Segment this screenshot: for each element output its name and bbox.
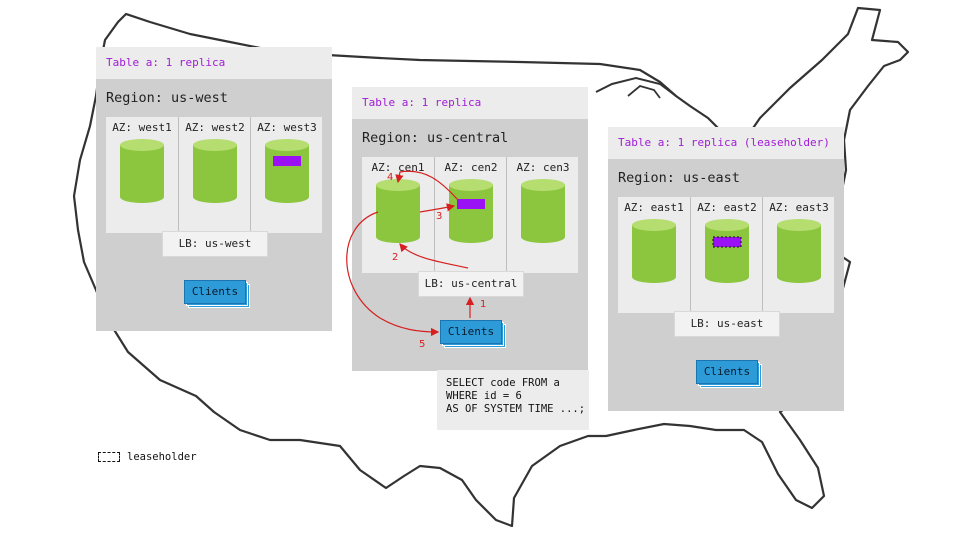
step-label-1: 1 [480, 299, 487, 310]
node-cylinder [632, 219, 676, 283]
az-row-west: AZ: west1 AZ: west2 AZ: west3 [106, 117, 322, 233]
table-replica-header-west: Table a: 1 replica [96, 47, 332, 79]
node-cylinder [193, 139, 237, 203]
az-cen3: AZ: cen3 [506, 157, 579, 273]
table-replica-header-east: Table a: 1 replica (leaseholder) [608, 127, 844, 159]
clients-label: Clients [184, 280, 246, 304]
leaseholder-replica-marker [712, 236, 742, 248]
az-label: AZ: west3 [257, 121, 317, 134]
region-title-west: Region: us-west [106, 90, 228, 106]
az-label: AZ: east3 [769, 201, 829, 214]
load-balancer-west: LB: us-west [162, 231, 268, 257]
leaseholder-swatch [98, 452, 120, 462]
clients-label: Clients [696, 360, 758, 384]
node-cylinder-with-replica [265, 139, 309, 203]
az-east2: AZ: east2 [690, 197, 763, 313]
step-label-2: 2 [392, 252, 399, 263]
az-label: AZ: west2 [185, 121, 245, 134]
load-balancer-central: LB: us-central [418, 271, 524, 297]
az-label: AZ: west1 [112, 121, 172, 134]
clients-east[interactable]: Clients [696, 360, 762, 388]
az-cen2: AZ: cen2 [434, 157, 507, 273]
az-label: AZ: cen1 [371, 161, 425, 174]
replica-marker [457, 199, 485, 209]
step-label-5: 5 [419, 339, 426, 350]
load-balancer-east: LB: us-east [674, 311, 780, 337]
query-line: AS OF SYSTEM TIME ...; [446, 403, 586, 415]
legend-label: leaseholder [127, 451, 197, 463]
sql-query-box: SELECT code FROM a WHERE id = 6 AS OF SY… [437, 370, 589, 430]
az-label: AZ: cen3 [516, 161, 570, 174]
node-cylinder [120, 139, 164, 203]
az-east3: AZ: east3 [762, 197, 835, 313]
az-label: AZ: east2 [697, 201, 757, 214]
az-label: AZ: east1 [624, 201, 684, 214]
query-line: SELECT code FROM a [446, 377, 560, 389]
clients-label: Clients [440, 320, 502, 344]
region-us-west: Table a: 1 replica Region: us-west AZ: w… [96, 47, 332, 331]
az-east1: AZ: east1 [618, 197, 690, 313]
step-label-4: 4 [387, 172, 394, 183]
az-row-east: AZ: east1 AZ: east2 AZ: east3 [618, 197, 834, 313]
region-us-east: Table a: 1 replica (leaseholder) Region:… [608, 127, 844, 411]
clients-central[interactable]: Clients [440, 320, 506, 348]
node-cylinder [376, 179, 420, 243]
az-west3: AZ: west3 [250, 117, 323, 233]
node-cylinder-with-leaseholder [705, 219, 749, 283]
az-west1: AZ: west1 [106, 117, 178, 233]
node-cylinder [777, 219, 821, 283]
step-label-3: 3 [436, 211, 443, 222]
table-replica-header-central: Table a: 1 replica [352, 87, 588, 119]
node-cylinder-with-replica [449, 179, 493, 243]
query-line: WHERE id = 6 [446, 390, 522, 402]
replica-marker [273, 156, 301, 166]
region-title-east: Region: us-east [618, 170, 740, 186]
az-west2: AZ: west2 [178, 117, 251, 233]
az-label: AZ: cen2 [444, 161, 498, 174]
region-us-central: Table a: 1 replica Region: us-central AZ… [352, 87, 588, 371]
region-title-central: Region: us-central [362, 130, 509, 146]
node-cylinder [521, 179, 565, 243]
clients-west[interactable]: Clients [184, 280, 250, 308]
